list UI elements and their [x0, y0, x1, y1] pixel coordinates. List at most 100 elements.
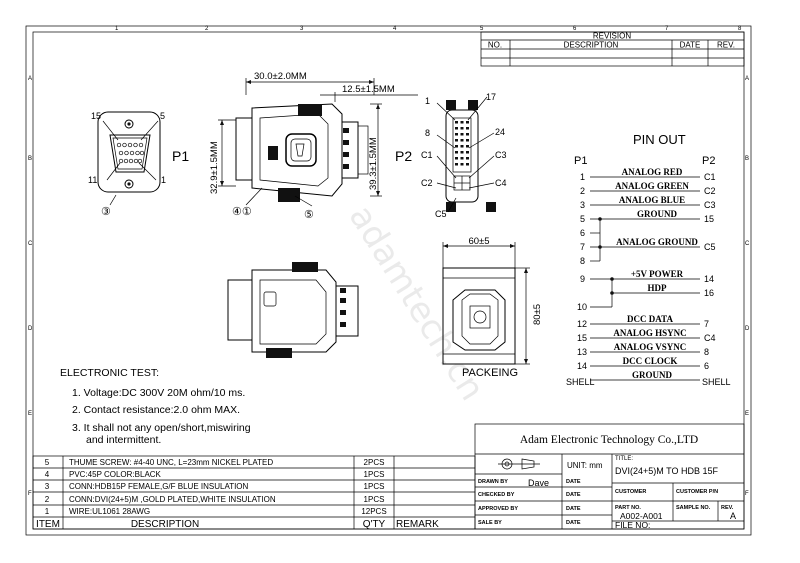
- electronic-test-notes: ELECTRONIC TEST: 1. Voltage:DC 300V 20M …: [60, 367, 251, 446]
- pin-left-3: 3: [580, 200, 585, 210]
- zone-top-6: 6: [573, 26, 577, 32]
- p2-label: P2: [395, 148, 412, 164]
- test-line-3a: 3. It shall not any open/short,miswiring: [72, 422, 251, 434]
- zone-right-d: D: [745, 326, 750, 332]
- vga-pin5-label: 5: [160, 111, 165, 121]
- bom-table: 5 THUME SCREW: #4-40 UNC, L=23mm NICKEL …: [32, 455, 476, 530]
- adapter-side-view: 30.0±2.0MM 12.5±1.5MM 32.9±1.5MM 39.3±1.…: [209, 71, 418, 221]
- file-no-label: FILE NO:: [615, 520, 650, 530]
- dim-pack-height: 80±5: [532, 304, 543, 325]
- customer-label: CUSTOMER: [615, 489, 646, 495]
- pin-name-5v-power: +5V POWER: [631, 269, 684, 279]
- bom-qty-2: 1PCS: [364, 495, 385, 504]
- zone-side-f: F: [28, 491, 32, 497]
- vga-pin1-label: 1: [161, 175, 166, 185]
- pin-left-8: 8: [580, 256, 585, 266]
- revision-header-description: DESCRIPTION: [564, 41, 619, 50]
- pin-right-shell: SHELL: [702, 377, 731, 387]
- bom-qty-3: 1PCS: [364, 482, 385, 491]
- pinout-p2-header: P2: [702, 155, 715, 167]
- pinout-diagram: PIN OUT P1 P2 1 ANALOG RED C1: [566, 132, 731, 387]
- zone-markers: 1 2 3 4 5 6 7 8 A B C D E F A B C D E F: [28, 26, 750, 497]
- zone-side-b: B: [28, 156, 32, 162]
- drawing-title: DVI(24+5)M TO HDB 15F: [615, 466, 718, 476]
- dvi-c5-label: C5: [435, 209, 447, 219]
- bom-item-5: 5: [45, 458, 50, 467]
- pin-right-c5: C5: [704, 242, 716, 252]
- pin-right-7: 7: [704, 319, 709, 329]
- drawn-date-label: DATE: [566, 479, 581, 485]
- dvi-pin17-label: 17: [486, 92, 496, 102]
- pin-name-analog-ground: ANALOG GROUND: [616, 237, 698, 247]
- pin-left-6: 6: [580, 228, 585, 238]
- drawn-by-label: DRAWN BY: [478, 479, 508, 485]
- rev-value: A: [730, 511, 736, 521]
- outer-frame: [25, 25, 752, 536]
- pin-name-shell-ground: GROUND: [632, 370, 672, 380]
- pin-name-hsync: ANALOG HSYNC: [613, 328, 686, 338]
- vga-pin11-label: 11: [88, 175, 97, 185]
- zone-top-2: 2: [205, 26, 209, 32]
- sample-no-label: SAMPLE NO.: [676, 505, 711, 511]
- zone-top-7: 7: [665, 26, 669, 32]
- dvi-pin1-label: 1: [425, 96, 430, 106]
- dvi-connector-face: 1 17 8 24 C1 C3 C2 C4 C5 P2: [395, 92, 507, 219]
- zone-right-c: C: [745, 241, 750, 247]
- pin-left-7: 7: [580, 242, 585, 252]
- vga-pin15-label: 15: [91, 111, 101, 121]
- zone-right-e: E: [745, 411, 749, 417]
- packing-view: 60±5 80±5 PACKEING: [442, 236, 543, 379]
- bom-header-item: ITEM: [36, 519, 60, 530]
- dvi-c2-label: C2: [421, 178, 433, 188]
- sale-date-label: DATE: [566, 520, 581, 526]
- bom-qty-4: 1PCS: [364, 470, 385, 479]
- dim-pack-width: 60±5: [468, 236, 489, 247]
- title-block: Adam Electronic Technology Co.,LTD UNIT:…: [474, 423, 745, 530]
- dvi-pin24-label: 24: [495, 127, 505, 137]
- sale-by-label: SALE BY: [478, 520, 502, 526]
- pin-name-hdp: HDP: [648, 283, 668, 293]
- vga-connector-face: 15 5 11 1 ③ P1: [88, 111, 189, 218]
- approved-by-label: APPROVED BY: [478, 506, 518, 512]
- zone-side-d: D: [28, 326, 33, 332]
- pin-left-2: 2: [580, 186, 585, 196]
- bom-desc-1: WIRE:UL1061 28AWG: [69, 507, 150, 516]
- zone-right-b: B: [745, 156, 749, 162]
- pin-name-ground: GROUND: [637, 209, 677, 219]
- bom-item-1: 1: [45, 507, 50, 516]
- test-line-3b: and intermittent.: [86, 434, 161, 446]
- bom-header-description: DESCRIPTION: [131, 519, 199, 530]
- zone-side-e: E: [28, 411, 32, 417]
- revision-table: REVISION NO. DESCRIPTION DATE REV.: [480, 32, 745, 67]
- pin-name-3: ANALOG BLUE: [619, 195, 685, 205]
- checked-by-label: CHECKED BY: [478, 492, 515, 498]
- pin-left-1: 1: [580, 172, 585, 182]
- pin-left-10: 10: [577, 302, 587, 312]
- pin-name-1: ANALOG RED: [622, 167, 683, 177]
- pin-left-12: 12: [577, 319, 587, 329]
- bom-item-4: 4: [45, 470, 50, 479]
- dim-plug-depth: 12.5±1.5MM: [342, 84, 395, 95]
- bom-desc-5: THUME SCREW: #4-40 UNC, L=23mm NICKEL PL…: [69, 458, 273, 467]
- pin-name-dcc-data: DCC DATA: [627, 314, 673, 324]
- vga-callout-3: ③: [101, 206, 111, 218]
- dvi-c1-label: C1: [421, 150, 433, 160]
- pin-right-c4: C4: [704, 333, 716, 343]
- pin-left-14: 14: [577, 361, 587, 371]
- pin-right-2: C2: [704, 186, 716, 196]
- approved-date-label: DATE: [566, 506, 581, 512]
- zone-top-8: 8: [738, 26, 742, 32]
- pin-left-shell: SHELL: [566, 377, 595, 387]
- zone-right-a: A: [745, 76, 749, 82]
- revision-title: REVISION: [593, 32, 631, 41]
- zone-top-4: 4: [393, 26, 397, 32]
- packing-label: PACKEING: [462, 367, 518, 379]
- zone-top-5: 5: [480, 26, 484, 32]
- dim-length: 30.0±2.0MM: [254, 71, 307, 82]
- pin-left-9: 9: [580, 274, 585, 284]
- pin-right-15: 15: [704, 214, 714, 224]
- pin-name-vsync: ANALOG VSYNC: [614, 342, 687, 352]
- adapter-callout-5: ⑤: [304, 209, 314, 221]
- part-no-label: PART NO.: [615, 505, 641, 511]
